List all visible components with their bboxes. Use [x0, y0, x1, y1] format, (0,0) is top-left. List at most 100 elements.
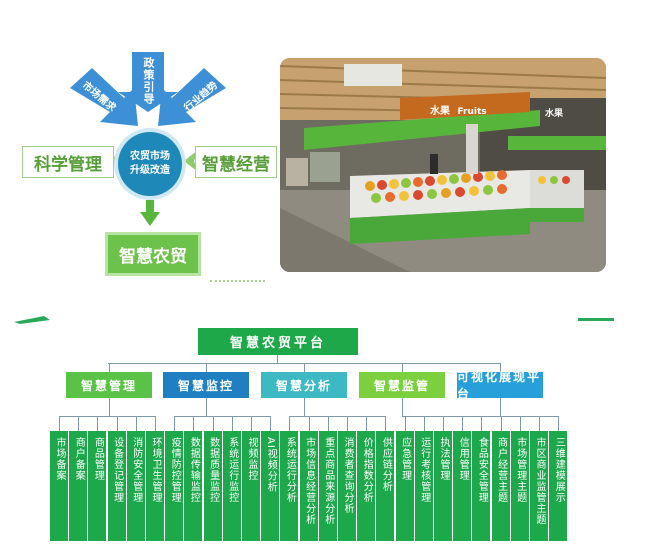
- group-box: 智慧监控: [163, 372, 249, 398]
- leaf-drop-line: [558, 416, 560, 431]
- group-down-line: [206, 398, 207, 416]
- leaf-label: 视频监控: [246, 437, 257, 481]
- leaf-drop-line: [327, 416, 329, 431]
- leaf-drop-line: [423, 416, 425, 431]
- leaf-node: 信用管理: [453, 431, 472, 541]
- leaf-node: 供应链分析: [376, 431, 395, 541]
- leaf-label: 数据质量监控: [207, 437, 219, 503]
- concept-arrows: [70, 52, 226, 126]
- right-label: 智慧经营: [195, 146, 277, 178]
- leaf-drop-line: [500, 416, 502, 431]
- leaf-node: 疫情防控管理: [165, 431, 184, 541]
- leaf-node: 设备登记管理: [107, 431, 126, 541]
- leaf-drop-line: [59, 416, 60, 431]
- group-box: 可视化展现平台: [457, 370, 543, 401]
- leaf-drop-line: [308, 416, 310, 431]
- leaf-bus-line: [500, 416, 559, 417]
- leaf-label: 环境卫生管理: [150, 437, 161, 503]
- corner-mark-left: [14, 316, 50, 324]
- group-down-line: [402, 398, 403, 416]
- market-scene: [280, 58, 606, 272]
- result-box: 智慧农贸: [105, 232, 201, 276]
- leaf-label: 应急管理: [399, 437, 411, 481]
- right-arrow-shape: [158, 68, 226, 126]
- leaf-drop-line: [366, 416, 368, 431]
- leaf-drop-line: [231, 416, 233, 431]
- center-line-2: 升级改造: [130, 165, 170, 176]
- root-connector: [277, 355, 278, 363]
- leaf-node: 市场管理主题: [510, 431, 529, 541]
- leaf-node: 重点商品来源分析: [318, 431, 337, 541]
- leaf-drop-line: [270, 416, 272, 431]
- leaf-bus-line: [289, 416, 386, 417]
- leaf-node: 商户经营主题: [491, 431, 510, 541]
- leaf-drop-line: [212, 416, 214, 431]
- leaf-drop-line: [193, 416, 195, 431]
- center-line-1: 农贸市场: [130, 151, 170, 162]
- group-box: 智慧管理: [66, 372, 152, 398]
- leaf-node: 应急管理: [395, 431, 414, 541]
- leaf-label: 信用管理: [457, 437, 469, 481]
- leaf-label: 商品管理: [92, 437, 104, 481]
- leaf-drop-line: [385, 416, 387, 431]
- leaf-drop-line: [539, 416, 540, 431]
- top-arrow-label: 政策引导: [142, 57, 155, 105]
- leaf-drop-line: [404, 416, 406, 431]
- leaf-node: 数据传输监控: [184, 431, 203, 541]
- group-down-line: [109, 398, 110, 416]
- leaf-node: 环境卫生管理: [146, 431, 164, 541]
- leaf-label: 价格指数分析: [361, 437, 373, 503]
- leaf-drop-line: [251, 416, 252, 431]
- leaf-label: 执法管理: [438, 437, 449, 481]
- left-label: 科学管理: [22, 146, 114, 178]
- leaf-label: 系统运行分析: [284, 437, 296, 503]
- group-box: 智慧分析: [261, 372, 347, 398]
- group-drop-line: [109, 363, 110, 372]
- leaf-node: 执法管理: [434, 431, 452, 541]
- leaf-label: 重点商品来源分析: [322, 437, 334, 525]
- leaf-node: 食品安全管理: [472, 431, 491, 541]
- market-photo: 水果 Fruits 水果: [280, 58, 606, 272]
- leaf-label: 商户经营主题: [495, 437, 507, 503]
- store-sign-cn: 水果: [430, 106, 450, 117]
- leaf-node: 视频监控: [242, 431, 260, 541]
- platform-root: 智慧农贸平台: [198, 328, 358, 355]
- leaf-node: AI视频分析: [261, 431, 280, 541]
- leaf-node: 消防安全管理: [126, 431, 145, 541]
- leaf-drop-line: [78, 416, 80, 431]
- corner-mark-right: [578, 318, 614, 321]
- dotted-divider: [210, 280, 265, 282]
- leaf-label: 设备登记管理: [111, 437, 123, 503]
- leaf-label: 数据传输监控: [188, 437, 200, 503]
- leaf-node: 市场信息经营分析: [299, 431, 318, 541]
- leaf-drop-line: [155, 416, 156, 431]
- leaf-label: 消防安全管理: [130, 437, 142, 503]
- left-arrow-shape: [70, 68, 138, 126]
- leaf-label: 疫情防控管理: [169, 437, 181, 503]
- leaf-label: 三维建模展示: [553, 437, 565, 503]
- leaf-node: 系统运行分析: [280, 431, 299, 541]
- leaf-label: 市区商业监管主题: [534, 437, 545, 525]
- store-sign: 水果 Fruits: [430, 102, 487, 117]
- leaf-bus-line: [174, 416, 271, 417]
- leaf-label: 商户备案: [73, 437, 85, 481]
- group-down-line: [500, 398, 501, 416]
- leaf-label: 消费者查询分析: [342, 437, 353, 514]
- down-arrow-icon: [140, 200, 160, 226]
- leaf-drop-line: [462, 416, 464, 431]
- leaf-drop-line: [289, 416, 291, 431]
- group-down-line: [304, 398, 305, 416]
- leaf-drop-line: [116, 416, 118, 431]
- leaf-node: 消费者查询分析: [338, 431, 356, 541]
- leaf-node: 商品管理: [88, 431, 107, 541]
- leaf-drop-line: [135, 416, 137, 431]
- leaf-label: 运行考核管理: [418, 437, 430, 503]
- leaf-label: 系统运行监控: [226, 437, 238, 503]
- leaf-node: 系统运行监控: [222, 431, 241, 541]
- right-chevron-icon: [184, 150, 198, 172]
- leaf-label: AI视频分析: [265, 437, 277, 493]
- leaf-node: 商户备案: [69, 431, 88, 541]
- leaf-bus-line: [59, 416, 155, 417]
- group-drop-line: [402, 363, 403, 372]
- group-drop-line: [206, 363, 207, 372]
